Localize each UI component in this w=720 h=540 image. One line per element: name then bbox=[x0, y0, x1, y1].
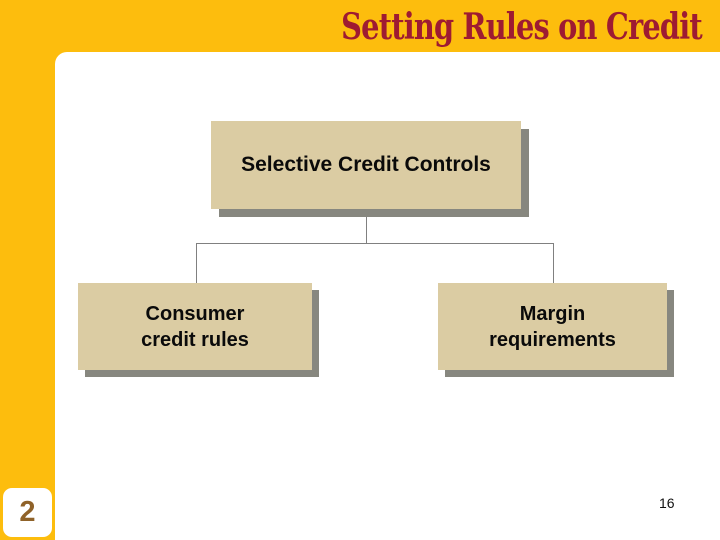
diagram-box-consumer-credit-rules: Consumer credit rules bbox=[78, 283, 312, 370]
diagram-box-label-line: credit rules bbox=[141, 328, 249, 351]
diagram-box-label-line: Margin bbox=[519, 302, 586, 325]
diagram-box-label-line: requirements bbox=[489, 328, 616, 351]
page-number: 16 bbox=[659, 495, 675, 511]
diagram-box-label: Selective Credit Controls bbox=[241, 153, 491, 176]
diagram-box-selective-credit-controls: Selective Credit Controls bbox=[211, 121, 521, 209]
connector-left-vertical bbox=[196, 243, 197, 283]
connector-right-vertical bbox=[553, 243, 554, 283]
slide-title: Setting Rules on Credit bbox=[341, 6, 703, 48]
diagram-box-label-line: Consumer bbox=[145, 302, 245, 325]
slide-number-badge: 2 bbox=[3, 488, 52, 537]
diagram-box-margin-requirements: Margin requirements bbox=[438, 283, 667, 370]
slide-number: 2 bbox=[19, 496, 36, 528]
connector-root-vertical bbox=[366, 209, 367, 244]
connector-horizontal bbox=[196, 243, 554, 244]
